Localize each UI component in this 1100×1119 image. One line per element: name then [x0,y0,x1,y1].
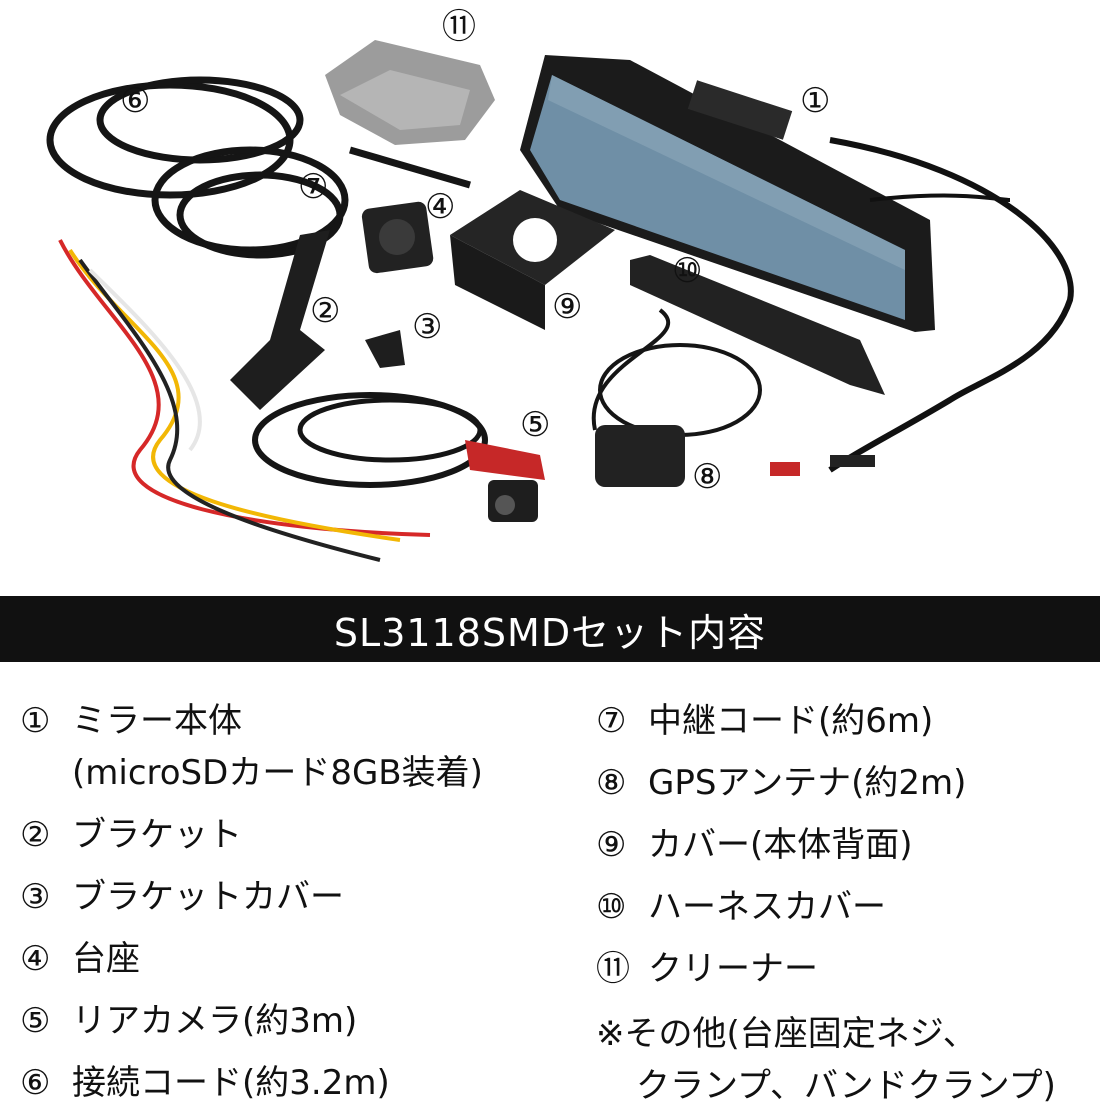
item-text: ブラケット [72,815,242,855]
item-text: クリーナー [648,949,818,989]
black-connector [830,455,875,467]
gps-antenna [591,308,762,487]
rear-camera [252,392,545,522]
label-9: ⑨ [552,287,582,327]
item-text: ハーネスカバー [648,887,886,927]
item-number: ⑥ [20,1063,51,1103]
label-6: ⑥ [120,81,150,121]
item-text: ミラー本体 [72,701,242,741]
item-number: ⑨ [596,825,627,865]
label-8: ⑧ [692,457,722,497]
list-item: ④ 台座 [20,928,580,990]
item-text: 台座 [72,939,140,979]
item-subtext: (microSDカード8GB装着) [72,753,483,793]
list-item: ② ブラケット [20,804,580,866]
item-number: ⑦ [596,701,627,741]
item-number: ⑤ [20,1001,51,1041]
list-item: ③ ブラケットカバー [20,866,580,928]
cleaner-cloth [325,40,495,145]
bracket-cover [365,330,405,368]
connection-cords [46,76,471,259]
list-item: ① ミラー本体 [20,690,580,752]
item-text: GPSアンテナ(約2m) [648,763,967,803]
list-item: ⑩ ハーネスカバー [596,876,1096,938]
note-line-1: ※その他(台座固定ネジ、 [596,1014,977,1054]
list-item: ⑥ 接続コード(約3.2m) [20,1052,580,1114]
list-item: ⑨ カバー(本体背面) [596,814,1096,876]
set-contents-banner: SL3118SMDセット内容 [0,596,1100,662]
item-number: ① [20,701,51,741]
list-item: ⑪ クリーナー [596,938,1096,1000]
item-number: ③ [20,877,51,917]
list-item: ⑦ 中継コード(約6m) [596,690,1096,752]
item-text: リアカメラ(約3m) [72,1001,358,1041]
item-text: 中継コード(約6m) [648,701,934,741]
list-item: ⑧ GPSアンテナ(約2m) [596,752,1096,814]
item-text: ブラケットカバー [72,877,344,917]
other-items-note: ※その他(台座固定ネジ、 クランプ、バンドクランプ) [596,1008,1096,1112]
mirror-cable [828,137,1074,473]
bracket [230,230,330,410]
label-11: ⑪ [442,7,476,47]
label-1: ① [800,81,830,121]
product-photo: ① ② ③ ④ ⑤ ⑥ ⑦ ⑧ ⑨ ⑩ ⑪ [46,7,1074,562]
contents-list-right: ⑦ 中継コード(約6m) ⑧ GPSアンテナ(約2m) ⑨ カバー(本体背面) … [596,690,1096,1112]
mirror-body [520,55,935,332]
item-number: ⑧ [596,763,627,803]
contents-list-left: ① ミラー本体 (microSDカード8GB装着) ② ブラケット ③ ブラケッ… [20,690,580,1114]
note-line-2: クランプ、バンドクランプ) [636,1066,1056,1106]
item-number: ⑪ [596,949,630,989]
back-cover [450,190,615,330]
label-3: ③ [412,307,442,347]
label-10: ⑩ [672,251,702,291]
item-number: ⑩ [596,887,627,927]
list-item: ⑤ リアカメラ(約3m) [20,990,580,1052]
red-connector [770,462,800,476]
label-2: ② [310,291,340,331]
label-5: ⑤ [520,405,550,445]
label-4: ④ [425,187,455,227]
item-text: カバー(本体背面) [648,825,913,865]
harness-cover [630,255,885,395]
item-text: 接続コード(約3.2m) [72,1063,390,1103]
item-number: ② [20,815,51,855]
label-7: ⑦ [298,167,328,207]
item-number: ④ [20,939,51,979]
wiring-harness [58,239,431,562]
